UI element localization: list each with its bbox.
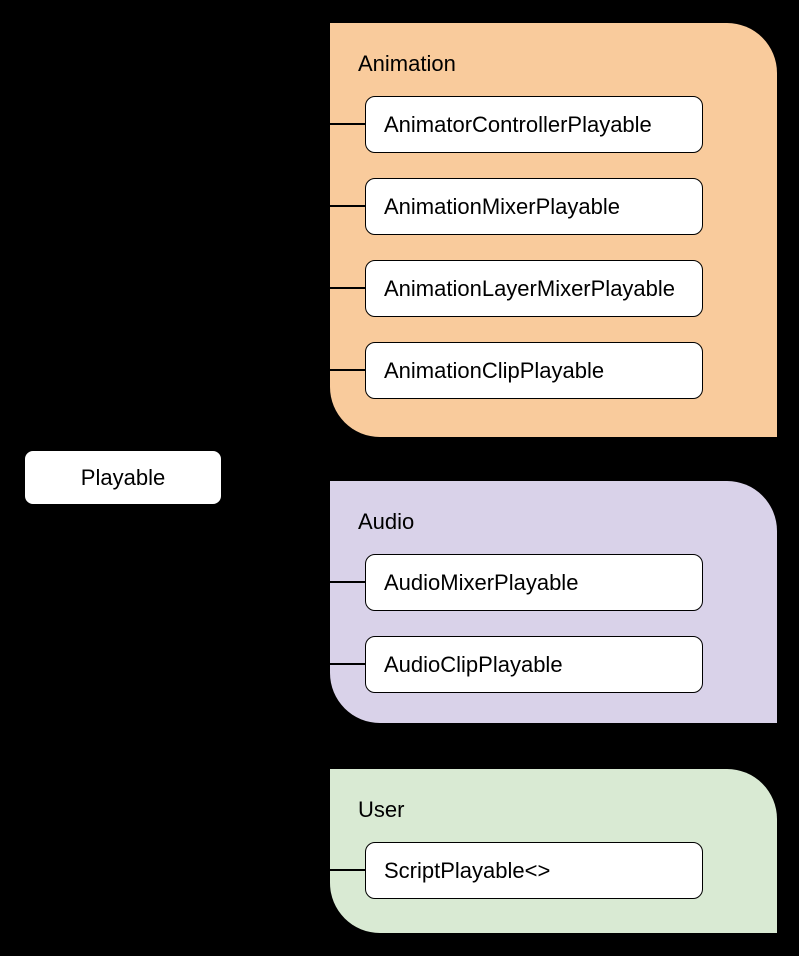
node-label: ScriptPlayable<> xyxy=(384,857,551,883)
slot-audio-clip-playable: AudioClipPlayable xyxy=(330,636,777,693)
node-animation-layer-mixer-playable: AnimationLayerMixerPlayable xyxy=(365,260,703,317)
node-label: AnimatorControllerPlayable xyxy=(384,111,652,137)
connector-line xyxy=(330,123,367,125)
slot-animation-clip-playable: AnimationClipPlayable xyxy=(330,342,777,399)
node-label: AnimationMixerPlayable xyxy=(384,193,620,219)
slot-script-playable: ScriptPlayable<> xyxy=(330,842,777,899)
connector-line xyxy=(330,369,367,371)
group-animation: Animation AnimatorControllerPlayable Ani… xyxy=(330,23,777,437)
node-animation-mixer-playable: AnimationMixerPlayable xyxy=(365,178,703,235)
node-animation-clip-playable: AnimationClipPlayable xyxy=(365,342,703,399)
node-audio-mixer-playable: AudioMixerPlayable xyxy=(365,554,703,611)
node-label: AudioClipPlayable xyxy=(384,651,563,677)
node-audio-clip-playable: AudioClipPlayable xyxy=(365,636,703,693)
slot-animation-layer-mixer-playable: AnimationLayerMixerPlayable xyxy=(330,260,777,317)
node-label: AudioMixerPlayable xyxy=(384,569,579,595)
node-label: AnimationClipPlayable xyxy=(384,357,605,383)
group-audio-label: Audio xyxy=(358,509,415,534)
slot-animation-mixer-playable: AnimationMixerPlayable xyxy=(330,178,777,235)
group-user-label: User xyxy=(358,797,405,822)
connector-line xyxy=(330,205,367,207)
node-animator-controller-playable: AnimatorControllerPlayable xyxy=(365,96,703,153)
connector-line xyxy=(330,663,367,665)
connector-line xyxy=(330,581,367,583)
slot-animator-controller-playable: AnimatorControllerPlayable xyxy=(330,96,777,153)
slot-audio-mixer-playable: AudioMixerPlayable xyxy=(330,554,777,611)
group-user: User ScriptPlayable<> xyxy=(330,769,777,933)
group-animation-label: Animation xyxy=(358,51,456,76)
group-audio: Audio AudioMixerPlayable AudioClipPlayab… xyxy=(330,481,777,723)
node-script-playable: ScriptPlayable<> xyxy=(365,842,703,899)
playable-root-node: Playable xyxy=(23,449,223,506)
node-label: AnimationLayerMixerPlayable xyxy=(384,275,676,301)
playable-root-label: Playable xyxy=(80,464,166,490)
connector-line xyxy=(330,869,367,871)
connector-line xyxy=(330,287,367,289)
